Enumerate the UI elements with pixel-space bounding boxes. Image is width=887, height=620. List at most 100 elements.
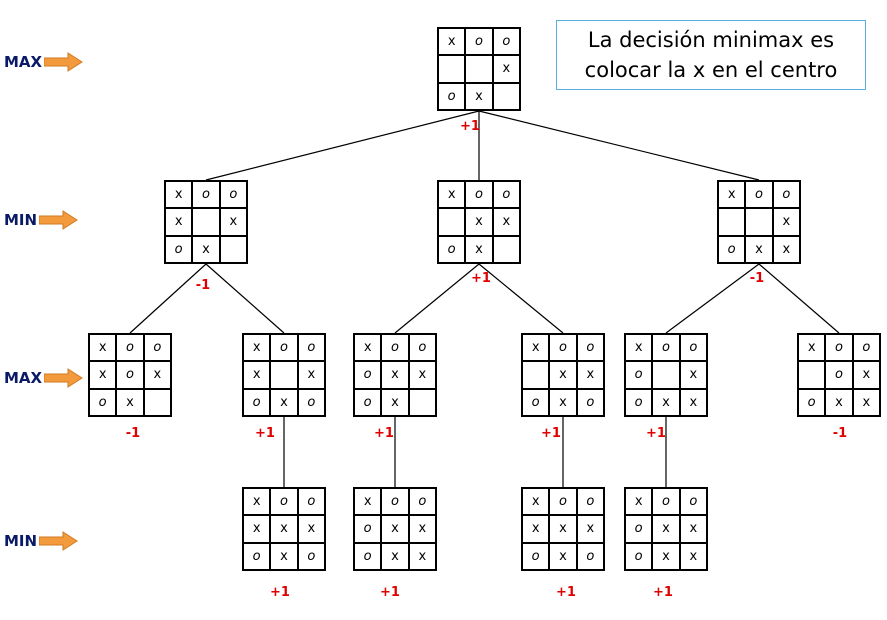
board-cell: x	[549, 361, 577, 389]
minimax-value: -1	[749, 271, 765, 286]
minimax-value: +1	[255, 426, 275, 441]
board-cell	[465, 55, 493, 83]
board-cell: o	[625, 361, 653, 389]
board-cell: o	[772, 181, 800, 209]
board-cell: x	[165, 181, 193, 209]
board-cell	[492, 235, 520, 263]
board-cell: x	[438, 181, 466, 209]
board-cell: o	[381, 334, 409, 362]
level-text: MIN	[4, 211, 38, 229]
board-cell: o	[219, 181, 247, 209]
board-cell: x	[576, 361, 604, 389]
board-cell: o	[576, 334, 604, 362]
board-cell: o	[116, 361, 144, 389]
arrow-right-icon	[44, 52, 84, 72]
board-cell: x	[89, 361, 117, 389]
level-text: MAX	[4, 53, 43, 71]
board-cell: x	[116, 388, 144, 416]
callout-line-1: La decisión minimax es	[587, 28, 835, 52]
board-cell	[745, 208, 773, 236]
board-cell	[718, 208, 746, 236]
minimax-value: +1	[460, 119, 480, 134]
arrow-right-icon	[39, 531, 78, 551]
minimax-value: -1	[125, 426, 141, 441]
board-cell	[270, 361, 298, 389]
board-cell: o	[492, 28, 520, 56]
minimax-value: -1	[195, 278, 211, 293]
board-cell: x	[522, 515, 550, 543]
board-cell: o	[354, 388, 382, 416]
board-cell: o	[679, 488, 707, 516]
board-cell: x	[825, 388, 853, 416]
board-cell: x	[549, 515, 577, 543]
board-cell: o	[679, 334, 707, 362]
board-cell: x	[381, 515, 409, 543]
board-cell: x	[492, 55, 520, 83]
board-cell: o	[652, 334, 680, 362]
board-cell: o	[522, 388, 550, 416]
board-cell: x	[270, 515, 298, 543]
board-cell: x	[679, 515, 707, 543]
board-cell: x	[243, 515, 271, 543]
board-cell: o	[745, 181, 773, 209]
board-cell: o	[492, 181, 520, 209]
board-cell: o	[270, 334, 298, 362]
board-cell: x	[745, 235, 773, 263]
board-cell: x	[408, 361, 436, 389]
board-cell: x	[381, 361, 409, 389]
board-cell: x	[143, 361, 171, 389]
board-cell: o	[89, 388, 117, 416]
board-cell	[143, 388, 171, 416]
edge-b3-b32	[758, 263, 840, 334]
board-cell: x	[549, 388, 577, 416]
board-cell: x	[381, 542, 409, 570]
board-cell: x	[297, 515, 325, 543]
board-cell: x	[652, 515, 680, 543]
board-cell: x	[270, 388, 298, 416]
board-cell: o	[143, 334, 171, 362]
minimax-value: +1	[653, 585, 673, 600]
minimax-value: +1	[270, 585, 290, 600]
minimax-value: -1	[832, 426, 848, 441]
minimax-value: +1	[380, 585, 400, 600]
board-cell: o	[116, 334, 144, 362]
board-cell: x	[772, 208, 800, 236]
board-cell: o	[297, 334, 325, 362]
board-cell: o	[625, 542, 653, 570]
board-cell: x	[89, 334, 117, 362]
board-cell: o	[270, 488, 298, 516]
board-cell: o	[576, 542, 604, 570]
edge-b2-b21	[394, 263, 480, 334]
board-cell: x	[381, 388, 409, 416]
board-cell: x	[679, 542, 707, 570]
board-cell: o	[243, 388, 271, 416]
arrow-right-icon	[44, 368, 84, 388]
board-cell: o	[522, 542, 550, 570]
board-cell: x	[408, 542, 436, 570]
board-cell: x	[165, 208, 193, 236]
board-cell	[408, 388, 436, 416]
board-cell: o	[652, 488, 680, 516]
board-cell: x	[243, 334, 271, 362]
board-cell: o	[192, 181, 220, 209]
board-cell: x	[243, 361, 271, 389]
board-cell: o	[297, 388, 325, 416]
board-cell: x	[219, 208, 247, 236]
board-cell: x	[798, 334, 826, 362]
board-cell: o	[625, 388, 653, 416]
board-cell	[492, 82, 520, 110]
board-cell: o	[408, 334, 436, 362]
edge-b2-b22	[478, 263, 564, 334]
board-cell: x	[438, 28, 466, 56]
board-cell: o	[825, 361, 853, 389]
board-cell: x	[354, 488, 382, 516]
minimax-value: +1	[646, 426, 666, 441]
